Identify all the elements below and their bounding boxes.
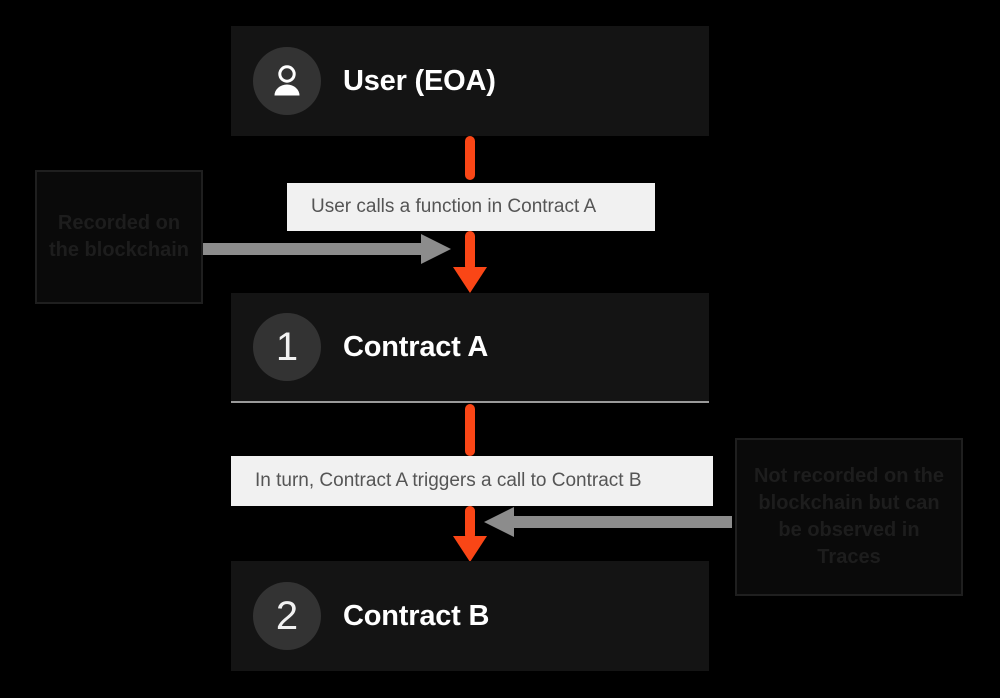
node-user-label: User (EOA) xyxy=(343,64,496,97)
flow-arrow-user-to-a-lower xyxy=(449,231,491,295)
caption-1-text: User calls a function in Contract A xyxy=(311,196,597,217)
node-user[interactable]: User (EOA) xyxy=(231,26,709,136)
caption-contract-a-triggers-b: In turn, Contract A triggers a call to C… xyxy=(231,456,713,506)
annotation-not-recorded-text: Not recorded on the blockchain but can b… xyxy=(753,465,944,568)
flow-arrow-user-to-a-upper xyxy=(457,136,483,184)
step-badge-2: 2 xyxy=(253,582,321,650)
step-badge-2-number: 2 xyxy=(275,594,299,638)
step-badge-1-number: 1 xyxy=(275,325,299,369)
pointer-arrow-recorded xyxy=(203,232,453,266)
person-icon xyxy=(274,65,300,96)
caption-user-calls-function: User calls a function in Contract A xyxy=(287,183,655,231)
annotation-recorded-on-blockchain: Recorded on the blockchain xyxy=(35,170,203,304)
step-badge-1: 1 xyxy=(253,313,321,381)
flow-arrow-a-to-b-upper xyxy=(457,404,483,460)
pointer-arrow-not-recorded xyxy=(478,505,732,539)
flow-arrow-a-to-b-lower xyxy=(449,506,491,564)
annotation-recorded-text: Recorded on the blockchain xyxy=(48,212,190,261)
caption-2-text: In turn, Contract A triggers a call to C… xyxy=(255,470,642,491)
avatar xyxy=(253,47,321,115)
node-contract-a[interactable]: 1 Contract A xyxy=(231,293,709,403)
node-contract-b[interactable]: 2 Contract B xyxy=(231,561,709,671)
node-contract-b-label: Contract B xyxy=(343,599,490,632)
annotation-not-recorded-traces: Not recorded on the blockchain but can b… xyxy=(735,438,963,596)
node-contract-a-label: Contract A xyxy=(343,330,489,363)
